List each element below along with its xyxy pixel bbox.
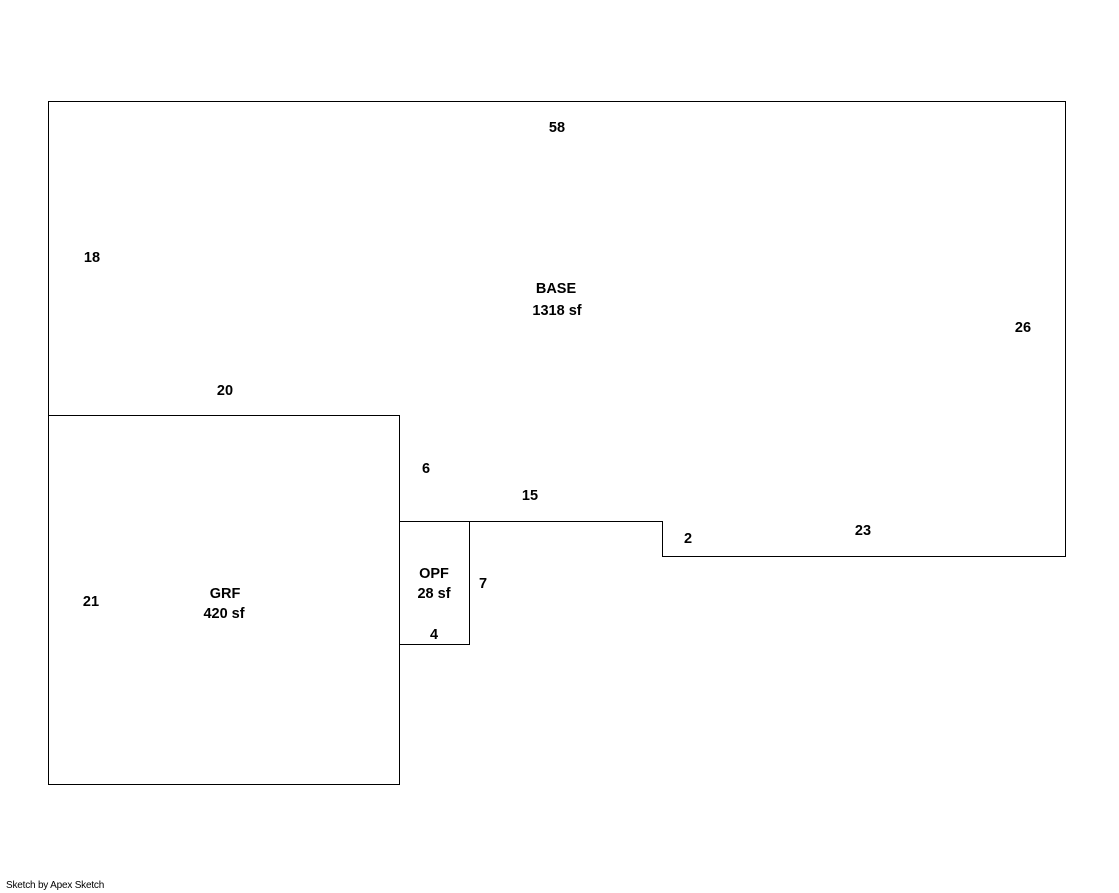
base-area-size: 1318 sf [532,303,581,319]
dimension-base-step-horizontal: 15 [522,488,538,504]
opf-area-name: OPF [419,566,449,582]
dimension-base-bottom-right: 23 [855,523,871,539]
dimension-base-left: 18 [84,250,100,266]
dimension-grf-left: 21 [83,594,99,610]
grf-area-name: GRF [210,586,241,602]
base-area-name: BASE [536,281,577,297]
grf-area-size: 420 sf [203,606,244,622]
base-outline [48,101,1066,557]
sketch-credit: Sketch by Apex Sketch [6,880,105,891]
dimension-opf-right: 7 [479,576,487,592]
dimension-base-step-vertical: 6 [422,461,430,477]
dimension-base-right: 26 [1015,320,1031,336]
dimension-base-top: 58 [549,120,565,136]
opf-area-size: 28 sf [417,586,450,602]
dimension-opf-bottom: 4 [430,627,438,643]
dimension-base-notch: 2 [684,531,692,547]
dimension-base-bottom-left: 20 [217,383,233,399]
opf-outline [399,521,470,645]
